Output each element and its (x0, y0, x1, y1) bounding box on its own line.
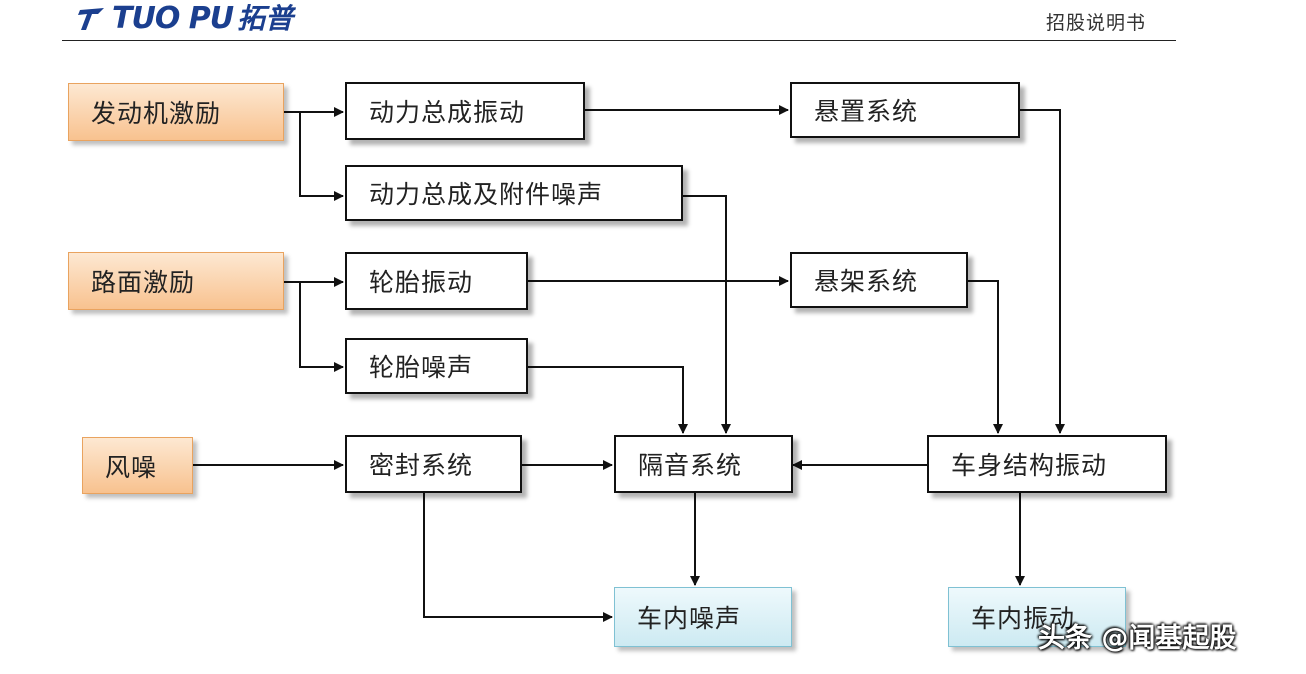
company-logo: TUO PU 拓普 (78, 0, 293, 38)
edge-suspension-to-body-vibration (968, 280, 1003, 434)
node-sealing-system: 密封系统 (345, 435, 522, 493)
node-road-excitation: 路面激励 (68, 252, 284, 310)
node-tire-vibration: 轮胎振动 (345, 252, 528, 310)
node-sound-insulation-system: 隔音系统 (614, 435, 793, 493)
header-divider (62, 40, 1176, 41)
source-watermark: 头条 @闻基起股 (1038, 623, 1237, 654)
node-interior-noise: 车内噪声 (614, 587, 792, 647)
node-mount-system: 悬置系统 (790, 82, 1020, 138)
node-interior-vibration: 车内振动 (948, 587, 1126, 647)
edge-tire-noise-to-insulation (528, 366, 688, 434)
edge-road-to-tire-noise (299, 282, 344, 372)
page-header: TUO PU 拓普 招股说明书 (0, 0, 1306, 44)
node-body-structure-vibration: 车身结构振动 (927, 435, 1167, 493)
node-powertrain-vibration: 动力总成振动 (345, 82, 585, 140)
edge-engine-to-powertrain-noise (299, 112, 344, 201)
logo-swoosh-icon (78, 4, 108, 34)
node-suspension-system: 悬架系统 (790, 252, 968, 308)
edge-mount-to-body-vibration (1020, 109, 1065, 434)
logo-text-en: TUO PU (112, 1, 234, 36)
edge-sealing-to-interior-noise (423, 493, 613, 622)
document-title: 招股说明书 (1046, 12, 1147, 34)
node-engine-excitation: 发动机激励 (68, 83, 284, 141)
node-wind-noise: 风噪 (82, 437, 193, 494)
edge-powertrain-noise-to-insulation (683, 195, 731, 434)
node-tire-noise: 轮胎噪声 (345, 338, 528, 394)
logo-text-cn: 拓普 (237, 2, 294, 35)
node-powertrain-noise: 动力总成及附件噪声 (345, 165, 683, 221)
